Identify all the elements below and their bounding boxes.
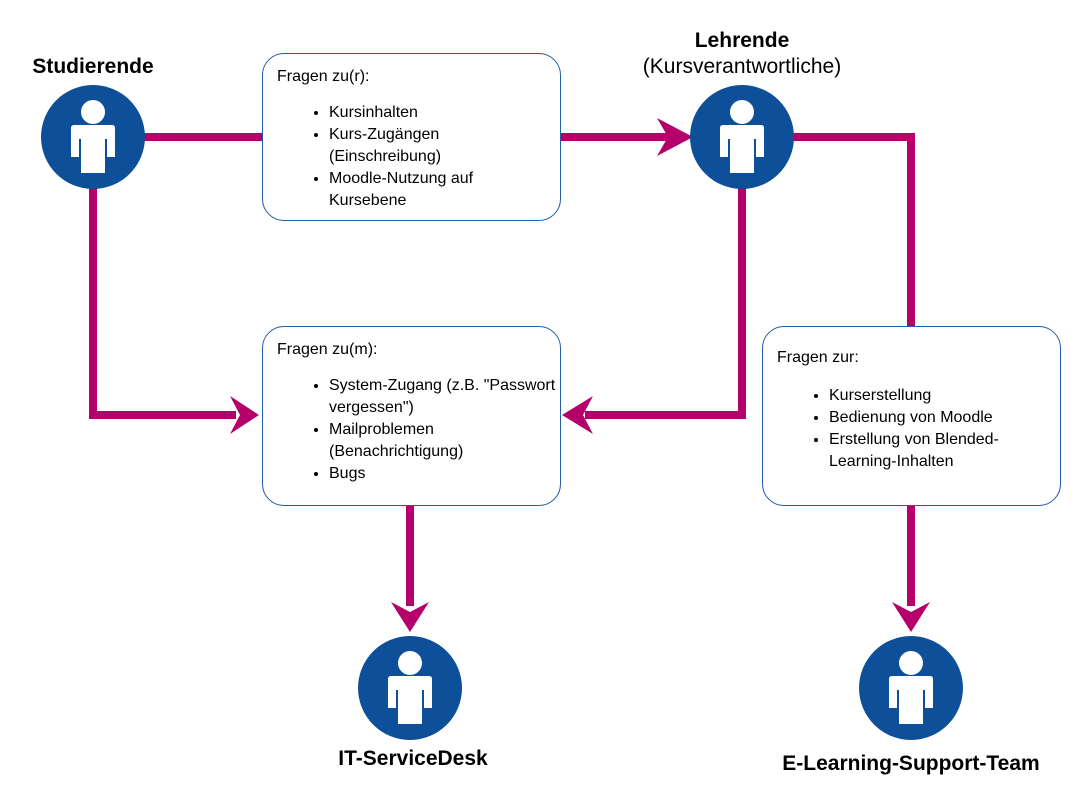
- list-item: Bedienung von Moodle: [829, 407, 1046, 429]
- list-item: Bugs: [329, 463, 546, 485]
- list-item: Mailproblemen (Benachrichtigung): [329, 419, 499, 463]
- arrow-teachers-to-system-box: [585, 185, 746, 419]
- course-questions-list: Kursinhalten Kurs-Zugängen (Einschreibun…: [277, 102, 546, 212]
- list-item: Moodle-Nutzung auf Kursebene: [329, 168, 519, 212]
- elearning-name: E-Learning-Support-Team: [782, 752, 1040, 775]
- teachers-name: Lehrende: [694, 29, 790, 52]
- students-name: Studierende: [32, 55, 154, 78]
- course-questions-box: Fragen zu(r): Kursinhalten Kurs-Zugängen…: [262, 53, 561, 221]
- system-questions-box: Fragen zu(m): System-Zugang (z.B. "Passw…: [262, 326, 561, 506]
- system-questions-title: Fragen zu(m):: [277, 341, 378, 358]
- list-item: Erstellung von Blended-Learning-Inhalten: [829, 429, 1054, 473]
- support-questions-list: Kurserstellung Bedienung von Moodle Erst…: [777, 385, 1046, 473]
- elearning-person-icon: [859, 636, 963, 740]
- list-item: Kurserstellung: [829, 385, 1046, 407]
- arrow-students-to-system-box: [89, 185, 236, 419]
- support-questions-title: Fragen zur:: [777, 349, 859, 366]
- servicedesk-name: IT-ServiceDesk: [338, 747, 488, 770]
- teachers-label: Lehrende (Kursverantwortliche): [612, 28, 872, 80]
- elearning-label: E-Learning-Support-Team: [755, 751, 1067, 777]
- arrowhead-elearning: [892, 602, 930, 632]
- arrow-teachers-to-support-box: [790, 133, 915, 330]
- arrowhead-servicedesk: [391, 602, 429, 632]
- arrowhead-system-right: [562, 396, 593, 434]
- list-item: Kurs-Zugängen (Einschreibung): [329, 124, 479, 168]
- arrowhead-teachers: [657, 118, 693, 156]
- list-item: System-Zugang (z.B. "Passwort vergessen"…: [329, 375, 569, 419]
- arrowhead-system-left: [230, 396, 259, 434]
- students-person-icon: [41, 85, 145, 189]
- support-questions-box: Fragen zur: Kurserstellung Bedienung von…: [762, 326, 1061, 506]
- teachers-subtitle: (Kursverantwortliche): [642, 55, 842, 78]
- teachers-person-icon: [690, 85, 794, 189]
- students-label: Studierende: [13, 54, 173, 80]
- list-item: Kursinhalten: [329, 102, 546, 124]
- servicedesk-person-icon: [358, 636, 462, 740]
- servicedesk-label: IT-ServiceDesk: [300, 746, 526, 772]
- system-questions-list: System-Zugang (z.B. "Passwort vergessen"…: [277, 375, 555, 485]
- course-questions-title: Fragen zu(r):: [277, 68, 370, 85]
